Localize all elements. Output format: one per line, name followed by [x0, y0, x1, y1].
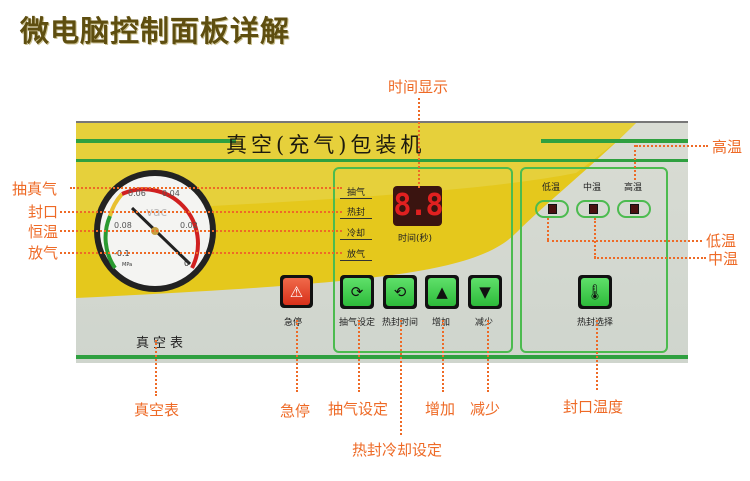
leader-line [296, 320, 298, 392]
annotation-vacuum: 抽真气 [12, 180, 58, 198]
leader-line [594, 257, 706, 259]
step-vacuum: 抽气 [340, 185, 372, 199]
thermometer-icon: 🌡 [581, 278, 609, 306]
emergency-stop-button[interactable]: ⚠ [280, 275, 313, 308]
annotation-stop: 急停 [280, 402, 311, 420]
gauge-tick: 0.04 [162, 189, 180, 198]
display-label: 时间(秒) [398, 234, 433, 244]
divider [76, 355, 688, 359]
annotation-gauge: 真空表 [134, 401, 180, 419]
low-temp-indicator [535, 200, 569, 218]
leader-line [594, 218, 596, 258]
leader-line [596, 320, 598, 390]
leader-line [358, 320, 360, 392]
annotation-increase: 增加 [425, 400, 456, 418]
leader-line [60, 230, 342, 232]
annotation-release: 放气 [28, 244, 59, 262]
annotation-seal-cool-set: 热封冷却设定 [352, 441, 443, 459]
annotation-constant-temp: 恒温 [28, 223, 59, 241]
leader-line [636, 145, 708, 147]
stop-label: 急停 [284, 318, 303, 328]
mid-temp-indicator [576, 200, 610, 218]
leader-line [634, 145, 636, 180]
gauge-unit: MPa [122, 262, 132, 268]
annotation-low: 低温 [706, 232, 737, 250]
vacuum-icon: ⟳ [343, 278, 371, 306]
annotation-seal-temp: 封口温度 [563, 398, 624, 416]
leader-line [60, 211, 342, 213]
gauge-tick: 0.02 [180, 221, 198, 230]
page-title: 微电脑控制面板详解 [20, 14, 291, 48]
leader-line [442, 320, 444, 392]
leader-line [60, 252, 342, 254]
gauge-label: 真空表 [136, 336, 188, 351]
decrease-label: 减少 [475, 318, 494, 328]
low-temp-label: 低温 [542, 183, 561, 193]
annotation-high: 高温 [712, 138, 743, 156]
up-triangle-icon: ▲ [428, 278, 456, 306]
decrease-button[interactable]: ▼ [468, 275, 502, 309]
down-triangle-icon: ▼ [471, 278, 499, 306]
brand-title: 真空(充气)包装机 [226, 133, 426, 157]
divider [76, 159, 688, 162]
seal-select-label: 热封选择 [577, 318, 614, 328]
mid-temp-label: 中温 [583, 183, 602, 193]
divider [541, 139, 688, 143]
step-seal: 热封 [340, 205, 372, 219]
annotation-decrease: 减少 [470, 400, 501, 418]
step-release: 放气 [340, 247, 372, 261]
leader-line [418, 98, 420, 188]
step-cool: 冷却 [340, 226, 372, 240]
annotation-vacuum-set: 抽气设定 [328, 400, 389, 418]
seal-cycle-icon: ⟲ [386, 278, 414, 306]
high-temp-indicator [617, 200, 651, 218]
increase-button[interactable]: ▲ [425, 275, 459, 309]
gauge-tick: 0 [184, 259, 189, 268]
leader-line [155, 340, 157, 396]
time-display: 8.8 [393, 186, 444, 226]
annotation-mid: 中温 [708, 250, 739, 268]
high-temp-label: 高温 [624, 183, 643, 193]
divider [76, 139, 236, 143]
temperature-section [520, 167, 668, 353]
vacuum-set-button[interactable]: ⟳ [340, 275, 374, 309]
leader-line [547, 240, 702, 242]
annotation-time-display: 时间显示 [388, 78, 449, 96]
seal-time-button[interactable]: ⟲ [383, 275, 417, 309]
increase-label: 增加 [432, 318, 451, 328]
gauge-tick: 0.06 [128, 189, 146, 198]
warning-icon: ⚠ [283, 278, 310, 305]
leader-line [547, 218, 549, 240]
leader-line [70, 187, 342, 189]
annotation-seal: 封口 [28, 203, 59, 221]
gauge-tick: 0.08 [114, 221, 132, 230]
seal-select-button[interactable]: 🌡 [578, 275, 612, 309]
vacuum-set-label: 抽气设定 [339, 318, 376, 328]
leader-line [487, 320, 489, 392]
leader-line [400, 320, 402, 435]
timer-section [333, 167, 513, 353]
control-panel: 真空(充气)包装机 0.06 0.04 0.08 0.02 -0.1 0 MPa… [76, 121, 688, 363]
